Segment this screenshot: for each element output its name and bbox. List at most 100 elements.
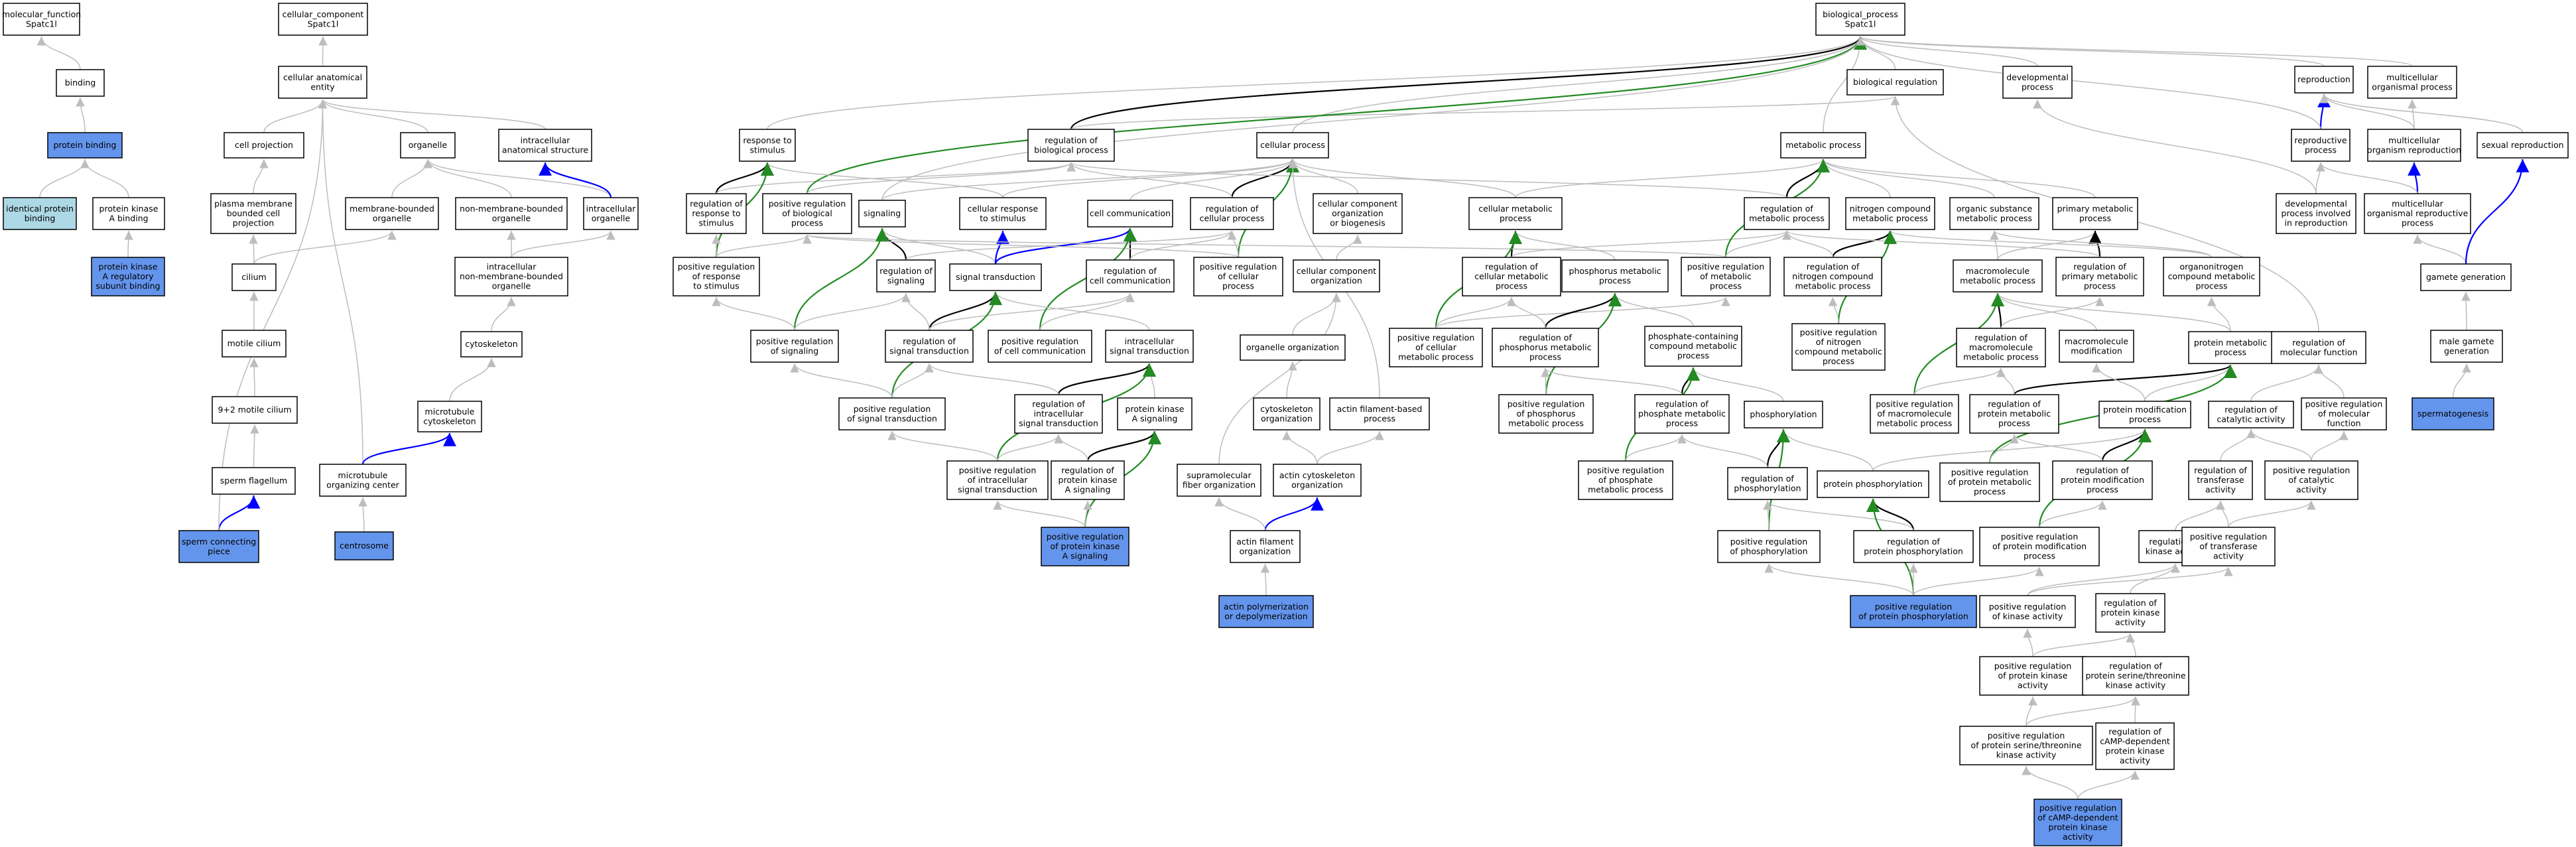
- go-term-cytoskeleton[interactable]: cytoskeleton: [460, 331, 523, 358]
- go-term-metabolic-process[interactable]: metabolic process: [1780, 132, 1866, 159]
- go-term-sexual-reproduction[interactable]: sexual reproduction: [2477, 132, 2569, 159]
- go-term-binding[interactable]: binding: [56, 69, 105, 97]
- go-term-spermatogenesis[interactable]: spermatogenesis: [2412, 397, 2494, 430]
- go-term-cell-projection[interactable]: cell projection: [224, 132, 304, 159]
- go-term-intracell-nmb[interactable]: intracellularnon-membrane-boundedorganel…: [454, 257, 568, 296]
- go-term-signal-transduction[interactable]: signal transduction: [949, 263, 1042, 291]
- go-term-centrosome[interactable]: centrosome: [334, 531, 394, 560]
- go-term-organelle[interactable]: organelle: [400, 132, 456, 159]
- go-term-cilium[interactable]: cilium: [231, 263, 277, 291]
- go-term-protein-phosphorylation[interactable]: protein phosphorylation: [1817, 470, 1929, 498]
- go-term-cellular-process[interactable]: cellular process: [1256, 132, 1329, 159]
- go-term-motile-cilium[interactable]: motile cilium: [222, 330, 287, 358]
- go-term-reproduction[interactable]: reproduction: [2294, 66, 2354, 94]
- go-term-motile-cilium-92[interactable]: 9+2 motile cilium: [212, 396, 298, 424]
- go-term-gamete-generation[interactable]: gamete generation: [2420, 263, 2512, 291]
- go-term-cell-communication[interactable]: cell communication: [1087, 200, 1173, 228]
- go-term-protein-binding[interactable]: protein binding: [47, 132, 123, 159]
